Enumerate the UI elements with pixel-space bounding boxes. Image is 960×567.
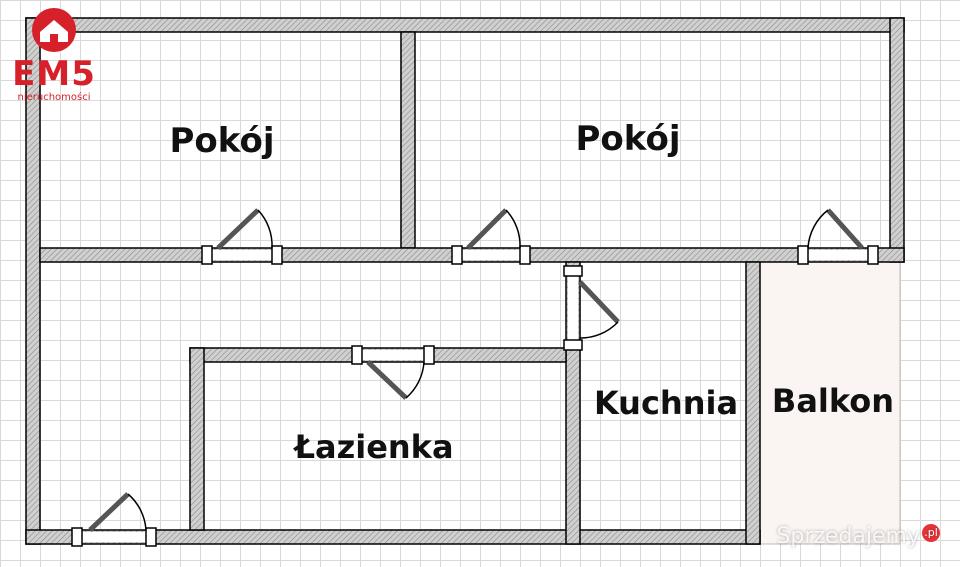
logo-subtitle: nieruchomości	[17, 92, 91, 103]
balcony-area	[759, 261, 901, 545]
watermark-text: Sprzedajemy	[776, 524, 920, 549]
door-jambs	[71, 245, 879, 547]
logo-brand: EM5	[12, 54, 96, 94]
em5-logo	[8, 6, 100, 106]
watermark-badge: .pl	[922, 524, 940, 542]
room-label-pokoj-2: Pokój	[576, 119, 681, 159]
watermark: Sprzedajemy.pl	[776, 524, 940, 549]
house-pin-icon	[32, 8, 76, 52]
room-label-pokoj-1: Pokój	[170, 121, 275, 161]
door-openings	[82, 250, 872, 542]
room-label-lazienka: Łazienka	[292, 428, 453, 466]
door-swings	[88, 208, 864, 532]
room-label-balkon: Balkon	[772, 382, 894, 420]
room-label-kuchnia: Kuchnia	[594, 384, 738, 422]
